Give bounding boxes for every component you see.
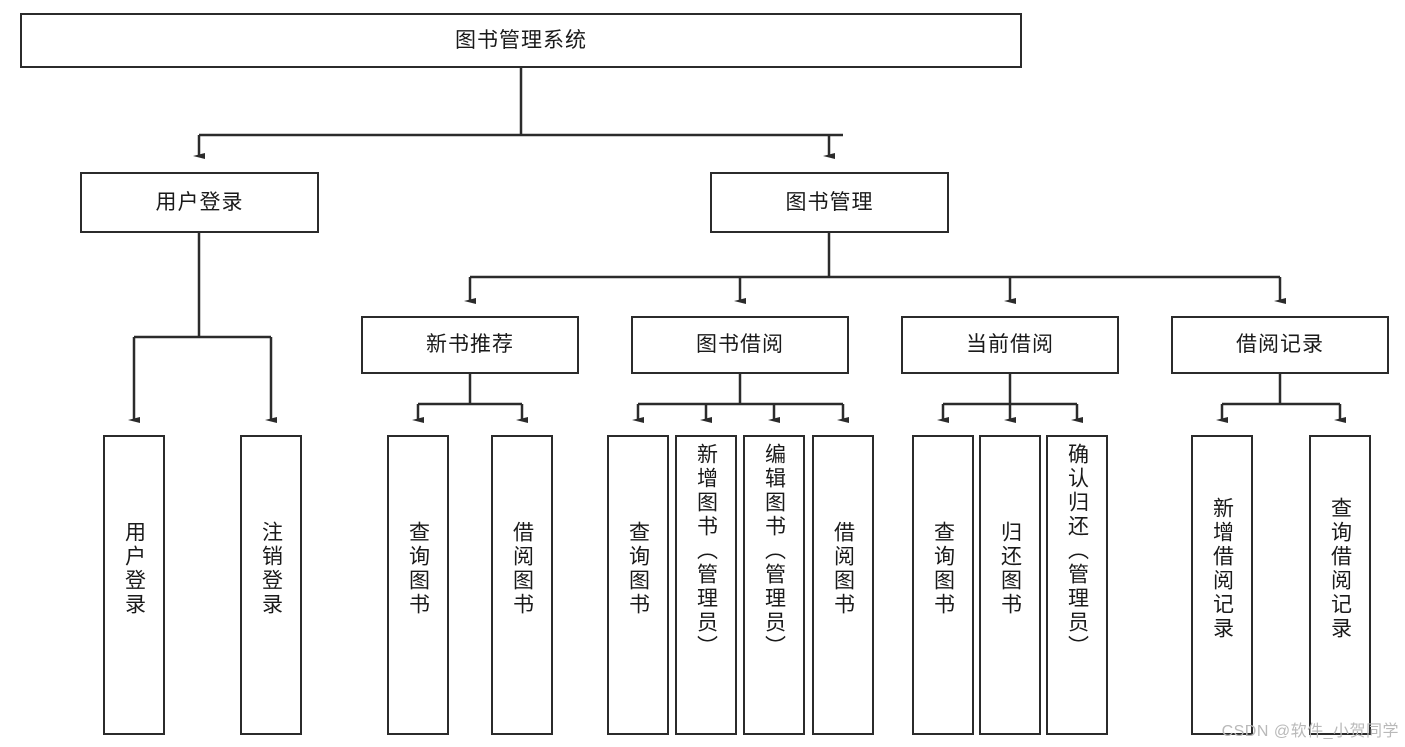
node-leaf-query-book-3[interactable]: 查询图书	[912, 435, 974, 735]
node-book-borrow[interactable]: 图书借阅	[631, 316, 849, 374]
node-user-login[interactable]: 用户登录	[80, 172, 319, 233]
node-leaf-add-record-label: 新增借阅记录	[1210, 497, 1234, 641]
node-new-book-rec-label: 新书推荐	[426, 333, 514, 357]
node-current-borrow-label: 当前借阅	[966, 333, 1054, 357]
node-leaf-add-book-label: 新增图书（管理员）	[694, 443, 718, 659]
node-leaf-user-login[interactable]: 用户登录	[103, 435, 165, 735]
node-leaf-add-record[interactable]: 新增借阅记录	[1191, 435, 1253, 735]
node-root-label: 图书管理系统	[455, 28, 587, 52]
node-leaf-query-book-2[interactable]: 查询图书	[607, 435, 669, 735]
node-leaf-return-book-label: 归还图书	[998, 521, 1022, 617]
node-leaf-query-book-2-label: 查询图书	[626, 521, 650, 617]
node-new-book-rec[interactable]: 新书推荐	[361, 316, 579, 374]
node-user-login-label: 用户登录	[155, 190, 244, 214]
node-leaf-add-book[interactable]: 新增图书（管理员）	[675, 435, 737, 735]
node-leaf-query-record-label: 查询借阅记录	[1328, 497, 1352, 641]
node-leaf-query-book-1[interactable]: 查询图书	[387, 435, 449, 735]
node-leaf-logout-label: 注销登录	[259, 521, 283, 617]
node-current-borrow[interactable]: 当前借阅	[901, 316, 1119, 374]
node-leaf-confirm-return[interactable]: 确认归还（管理员）	[1046, 435, 1108, 735]
node-leaf-borrow-book-1[interactable]: 借阅图书	[491, 435, 553, 735]
node-borrow-record[interactable]: 借阅记录	[1171, 316, 1389, 374]
node-root[interactable]: 图书管理系统	[20, 13, 1022, 68]
node-leaf-edit-book-label: 编辑图书（管理员）	[762, 443, 786, 659]
node-leaf-query-book-1-label: 查询图书	[406, 521, 430, 617]
watermark-text: CSDN @软件_小贺同学	[1221, 723, 1399, 740]
node-leaf-borrow-book-1-label: 借阅图书	[510, 521, 534, 617]
node-borrow-record-label: 借阅记录	[1236, 333, 1324, 357]
node-leaf-edit-book[interactable]: 编辑图书（管理员）	[743, 435, 805, 735]
node-leaf-query-record[interactable]: 查询借阅记录	[1309, 435, 1371, 735]
node-leaf-borrow-book-2[interactable]: 借阅图书	[812, 435, 874, 735]
node-book-manage[interactable]: 图书管理	[710, 172, 949, 233]
node-leaf-user-login-label: 用户登录	[122, 521, 146, 617]
node-leaf-confirm-return-label: 确认归还（管理员）	[1065, 443, 1089, 659]
node-leaf-borrow-book-2-label: 借阅图书	[831, 521, 855, 617]
node-leaf-return-book[interactable]: 归还图书	[979, 435, 1041, 735]
node-leaf-logout[interactable]: 注销登录	[240, 435, 302, 735]
node-book-manage-label: 图书管理	[785, 190, 874, 214]
node-leaf-query-book-3-label: 查询图书	[931, 521, 955, 617]
node-book-borrow-label: 图书借阅	[696, 333, 784, 357]
